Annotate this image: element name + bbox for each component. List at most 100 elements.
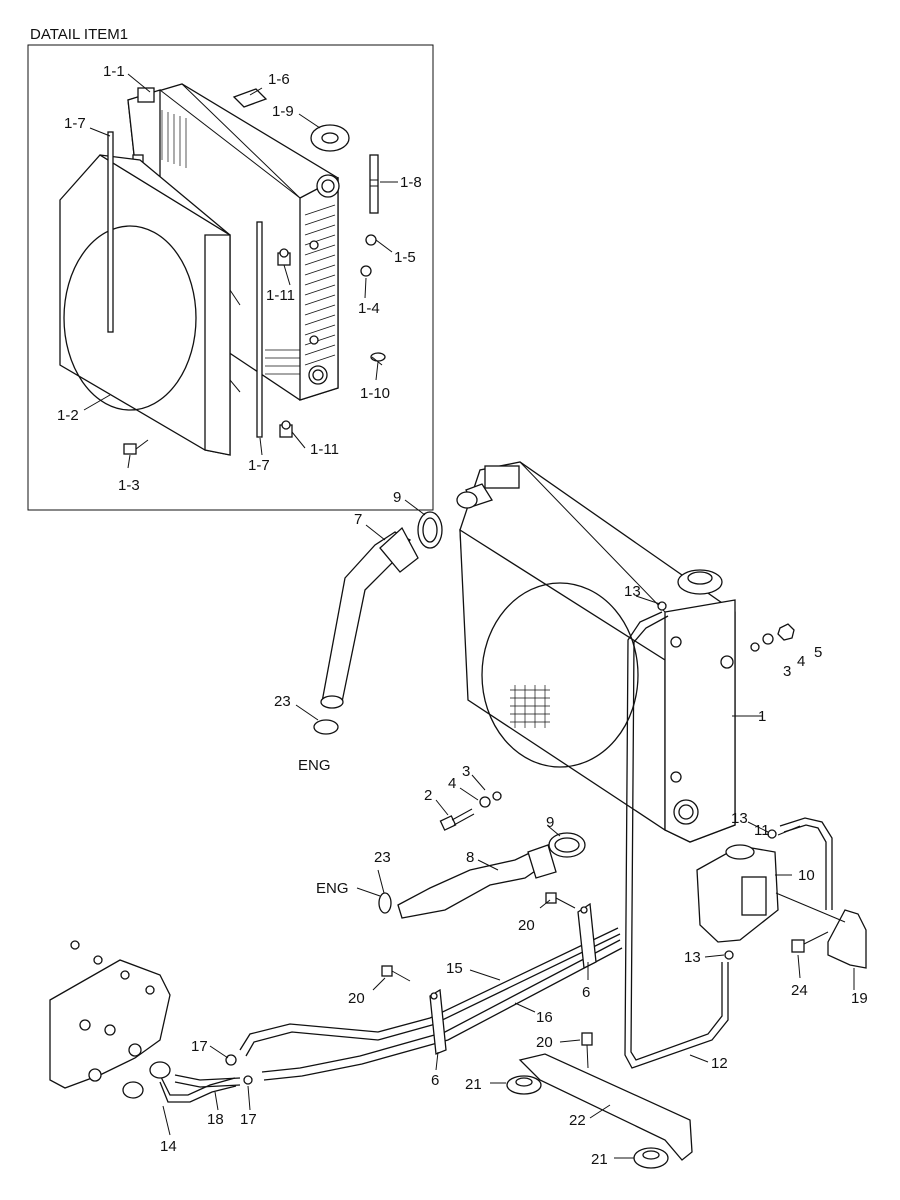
callout-6: 6 <box>582 984 590 1001</box>
callout-1-10: 1-10 <box>360 385 390 402</box>
callout-24: 24 <box>791 982 808 999</box>
callout-3: 3 <box>783 663 791 680</box>
oil-pipes <box>239 927 623 1081</box>
washer-4-left <box>479 796 491 808</box>
callout-20: 20 <box>348 990 365 1007</box>
overflow-tube-12 <box>624 611 729 1069</box>
grommet-21-b <box>633 1147 669 1169</box>
callout-9: 9 <box>546 814 554 831</box>
callout-1-7: 1-7 <box>64 115 86 132</box>
callout-12: 12 <box>711 1055 728 1072</box>
grommet-21-a <box>506 1075 542 1095</box>
bolt-1-3 <box>123 439 149 455</box>
bolt-24 <box>791 931 829 953</box>
radiator-cap <box>310 124 350 152</box>
detail-item1-box: DATAIL ITEM1 <box>27 26 434 511</box>
bolt-20-b <box>381 965 411 982</box>
valve-block <box>49 940 171 1089</box>
clamp-13-lower <box>724 950 734 960</box>
seal-strip <box>256 221 263 438</box>
bracket-22 <box>518 1053 693 1161</box>
upper-hose <box>320 526 419 709</box>
callout-1-2: 1-2 <box>57 407 79 424</box>
tank-strap <box>775 892 846 923</box>
callout-labels: 1-1 1-6 1-9 1-7 1-8 1-5 1-11 1-4 1-10 1-… <box>57 63 868 1168</box>
clamp-13-top <box>657 601 667 611</box>
callout-23: 23 <box>374 849 391 866</box>
callout-21: 21 <box>591 1151 608 1168</box>
washer-3-left <box>492 791 502 801</box>
callout-19: 19 <box>851 990 868 1007</box>
detail-shroud <box>59 154 241 456</box>
callout-21: 21 <box>465 1076 482 1093</box>
callout-20: 20 <box>518 917 535 934</box>
callout-1-5: 1-5 <box>394 249 416 266</box>
callout-4: 4 <box>797 653 805 670</box>
callout-1-3: 1-3 <box>118 477 140 494</box>
callout-1-6: 1-6 <box>268 71 290 88</box>
hose-clamp-23-lower <box>378 892 392 914</box>
callout-3: 3 <box>462 763 470 780</box>
drain-cock-1-10 <box>370 352 386 366</box>
bolt-2 <box>439 808 475 831</box>
callout-22: 22 <box>569 1112 586 1129</box>
callout-8: 8 <box>466 849 474 866</box>
pipe-clamp-lower <box>429 988 447 1055</box>
callout-1-8: 1-8 <box>400 174 422 191</box>
detail-radiator <box>127 83 340 401</box>
callout-1-4: 1-4 <box>358 300 380 317</box>
callout-7: 7 <box>354 511 362 528</box>
seal-strip <box>107 131 114 333</box>
callout-16: 16 <box>536 1009 553 1026</box>
detail-title: DATAIL ITEM1 <box>30 26 128 43</box>
bolt-20-a <box>545 892 576 909</box>
overflow-pipe <box>369 154 379 214</box>
hose-14 <box>122 1061 237 1103</box>
plug-1-11-lower <box>279 420 293 438</box>
callout-18: 18 <box>207 1111 224 1128</box>
callout-15: 15 <box>446 960 463 977</box>
callout-17: 17 <box>240 1111 257 1128</box>
main-leaders <box>162 499 855 1159</box>
hose-clamp-lower <box>548 832 586 858</box>
lower-hose <box>397 844 557 919</box>
callout-13: 13 <box>731 810 748 827</box>
radiator-top-tank <box>484 465 520 489</box>
main-radiator-cap <box>677 569 723 595</box>
callout-10: 10 <box>798 867 815 884</box>
hose-18 <box>174 1074 241 1088</box>
bolt-20-c <box>581 1032 593 1069</box>
callout-23: 23 <box>274 693 291 710</box>
callout-1-7: 1-7 <box>248 457 270 474</box>
callout-1-9: 1-9 <box>272 103 294 120</box>
hose-clamp-upper <box>417 511 443 549</box>
callout-1-11: 1-11 <box>266 287 295 304</box>
detail-leaders <box>83 73 398 469</box>
reserve-tank <box>696 844 779 943</box>
washer-1-4 <box>360 265 372 277</box>
callout-13: 13 <box>684 949 701 966</box>
tank-bracket <box>827 909 867 969</box>
plug-1-11-upper <box>277 248 291 266</box>
bolt-1-5 <box>365 234 377 246</box>
detail-frame <box>27 44 434 511</box>
main-radiator <box>456 461 736 843</box>
callout-13: 13 <box>624 583 641 600</box>
callout-1-1: 1-1 <box>103 63 125 80</box>
callout-1-11: 1-11 <box>310 441 339 458</box>
callout-6: 6 <box>431 1072 439 1089</box>
clamp-13-mid <box>767 829 777 839</box>
callout-2: 2 <box>424 787 432 804</box>
callout-5: 5 <box>814 644 822 661</box>
callout-17: 17 <box>191 1038 208 1055</box>
callout-eng: ENG <box>298 757 331 774</box>
pipe-clamp-upper <box>577 902 597 970</box>
washer-4-right <box>762 633 774 645</box>
callout-9: 9 <box>393 489 401 506</box>
hose-clamp-23-upper <box>313 719 339 735</box>
clamp-17-a <box>225 1054 237 1066</box>
washer-3-right <box>750 642 760 652</box>
label-plate <box>232 88 268 108</box>
callout-14: 14 <box>160 1138 177 1155</box>
